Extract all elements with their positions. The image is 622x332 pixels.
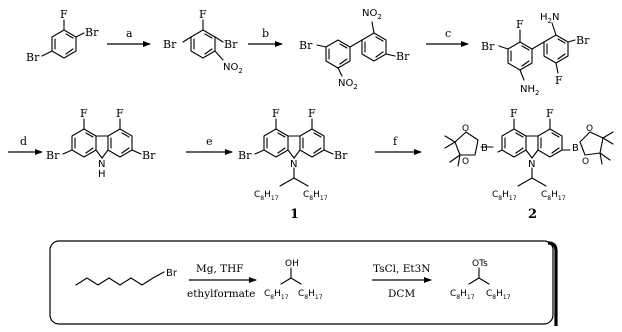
atom-Br: Br: [481, 40, 495, 53]
reagent-dcm: DCM: [388, 288, 415, 300]
atom-Br: Br: [396, 50, 410, 63]
atom-F: F: [546, 107, 554, 120]
step-label-c: c: [445, 27, 451, 40]
alkyl-chain: C8H17: [264, 289, 289, 301]
atom-F: F: [272, 107, 280, 120]
compound-label-1: 1: [290, 207, 299, 222]
nitro-group: NO2: [338, 78, 358, 91]
atom-B: B: [481, 143, 488, 154]
atom-N: N: [290, 159, 297, 170]
atom-Br: Br: [576, 34, 590, 47]
side-reaction-box: [49, 240, 558, 326]
step-label-d: d: [20, 135, 27, 148]
alkyl-chain: C8H17: [298, 289, 323, 301]
atom-Br: Br: [163, 38, 177, 51]
compound-label-2: 2: [528, 207, 537, 222]
nitro-group: NO2: [362, 8, 382, 21]
atom-F: F: [199, 8, 207, 21]
reaction-arrow-grignard: Mg, THF ethylformate: [187, 263, 257, 300]
molecule-nitro-dibromofluorobenzene: F Br Br NO2: [163, 8, 243, 75]
molecule-diaminobiphenyl: Br F Br F H2N NH2: [481, 12, 590, 97]
atom-H: H: [98, 169, 106, 180]
tosylate-group: OTs: [472, 259, 488, 269]
step-label-a: a: [126, 27, 133, 40]
amine-group: H2N: [540, 12, 559, 25]
atom-F: F: [60, 8, 68, 21]
reaction-arrow-a: a: [107, 27, 151, 47]
atom-Br: Br: [142, 149, 156, 162]
alkyl-chain: C8H17: [450, 289, 475, 301]
atom-O: O: [462, 124, 469, 134]
atom-O: O: [462, 157, 469, 167]
atom-F: F: [308, 107, 316, 120]
molecule-carbazole-nh: F F Br Br N H: [46, 107, 156, 180]
alkyl-chain: C8H17: [254, 190, 279, 202]
atom-F: F: [80, 107, 88, 120]
reaction-arrow-f: f: [375, 135, 422, 155]
atom-Br: Br: [46, 149, 60, 162]
reagent-tscl-et3n: TsCl, Et3N: [373, 263, 430, 275]
reaction-arrow-tosylation: TsCl, Et3N DCM: [372, 263, 432, 300]
reagent-ethylformate: ethylformate: [187, 288, 255, 300]
alkyl-chain: C8H17: [492, 190, 517, 202]
atom-B: B: [572, 143, 579, 154]
atom-Br: Br: [224, 38, 238, 51]
reaction-arrow-e: e: [186, 135, 233, 155]
atom-O: O: [586, 124, 593, 134]
atom-Br: Br: [166, 268, 178, 279]
step-label-f: f: [393, 135, 398, 148]
molecule-dibromofluorobenzene: F Br Br: [26, 8, 99, 64]
step-label-e: e: [206, 135, 213, 148]
nitro-group: NO2: [223, 62, 243, 75]
atom-F: F: [555, 74, 563, 87]
alkyl-chain: C8H17: [486, 289, 511, 301]
alkyl-chain: C8H17: [541, 190, 566, 202]
alkyl-chain: C8H17: [303, 190, 328, 202]
atom-Br: Br: [299, 39, 313, 52]
molecule-compound-1: F F Br Br N C8H17 C8H17 1: [238, 107, 348, 222]
atom-N: N: [98, 159, 105, 170]
molecule-bromooctane: Br: [75, 268, 178, 286]
atom-O: O: [582, 157, 589, 167]
atom-Br: Br: [238, 149, 252, 162]
atom-N: N: [528, 159, 535, 170]
atom-Br: Br: [26, 51, 40, 64]
atom-F: F: [516, 18, 524, 31]
molecule-dinitrobiphenyl: Br Br NO2 NO2: [299, 8, 410, 91]
atom-Br: Br: [334, 149, 348, 162]
step-label-b: b: [262, 27, 269, 40]
reaction-arrow-d: d: [8, 135, 43, 155]
atom-F: F: [510, 107, 518, 120]
amine-group: NH2: [520, 84, 539, 97]
molecule-tosylate: OTs C8H17 C8H17: [450, 259, 511, 301]
molecule-compound-2: O O B F F N B O O C8H17 C8H17 2: [444, 107, 614, 222]
atom-Br: Br: [85, 26, 99, 39]
reagent-mg-thf: Mg, THF: [196, 263, 244, 275]
reaction-arrow-b: b: [248, 27, 283, 47]
atom-F: F: [116, 107, 124, 120]
hydroxyl-group: OH: [285, 259, 299, 269]
reaction-arrow-c: c: [426, 27, 469, 47]
molecule-heptadecanol: OH C8H17 C8H17: [264, 259, 323, 301]
